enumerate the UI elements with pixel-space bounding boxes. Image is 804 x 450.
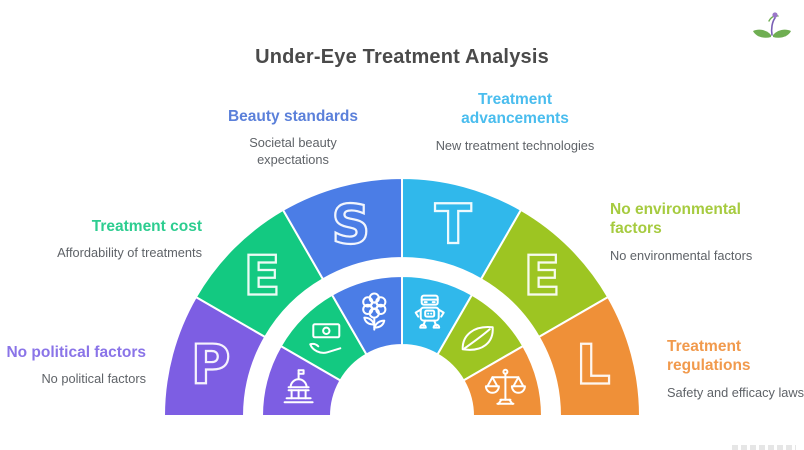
economic-heading: Treatment cost bbox=[91, 218, 202, 235]
economic-description: Affordability of treatments bbox=[57, 245, 202, 261]
legal-heading: Treatment regulations bbox=[667, 338, 751, 375]
environmental-description: No environmental factors bbox=[610, 247, 753, 263]
money-hand-icon bbox=[309, 323, 342, 354]
environmental-heading: No environmental factors bbox=[610, 201, 741, 238]
scales-icon bbox=[484, 368, 526, 405]
label-economic: Treatment cost Affordability of treatmen… bbox=[0, 217, 202, 262]
label-legal: Treatment regulations Safety and efficac… bbox=[667, 337, 804, 401]
political-heading: No political factors bbox=[6, 344, 146, 361]
political-description: No political factors bbox=[41, 371, 146, 387]
label-political: No political factors No political factor… bbox=[0, 343, 146, 388]
label-social: Beauty standards Societal beauty expecta… bbox=[213, 107, 373, 169]
logo-stem bbox=[770, 17, 776, 36]
segment-letter-2: S bbox=[331, 193, 370, 256]
logo-bud bbox=[772, 12, 778, 18]
segment-letter-4: E bbox=[524, 245, 561, 308]
segment-letter-3: T bbox=[435, 193, 472, 256]
segment-letter-5: L bbox=[576, 333, 610, 396]
logo-right-leaf bbox=[773, 29, 791, 38]
legal-description: Safety and efficacy laws bbox=[667, 384, 804, 400]
wellness-plant-logo bbox=[753, 12, 791, 38]
technological-heading: Treatment advancements bbox=[461, 91, 569, 128]
logo-left-leaf bbox=[753, 29, 771, 38]
flower-icon bbox=[362, 292, 387, 331]
social-description: Societal beauty expectations bbox=[249, 135, 337, 167]
segment-letter-0: P bbox=[191, 333, 231, 396]
watermark bbox=[732, 445, 796, 450]
label-technological: Treatment advancements New treatment tec… bbox=[435, 90, 595, 154]
technological-description: New treatment technologies bbox=[435, 137, 595, 153]
government-building-icon bbox=[283, 369, 314, 404]
social-heading: Beauty standards bbox=[227, 108, 359, 125]
outer-segment-5 bbox=[537, 296, 641, 417]
segment-letter-1: E bbox=[244, 245, 281, 308]
page-title: Under-Eye Treatment Analysis bbox=[255, 46, 549, 68]
leaf-icon bbox=[461, 326, 494, 351]
robot-icon bbox=[414, 294, 445, 329]
inner-segment-5 bbox=[462, 345, 543, 417]
label-environmental: No environmental factors No environmenta… bbox=[610, 200, 790, 264]
